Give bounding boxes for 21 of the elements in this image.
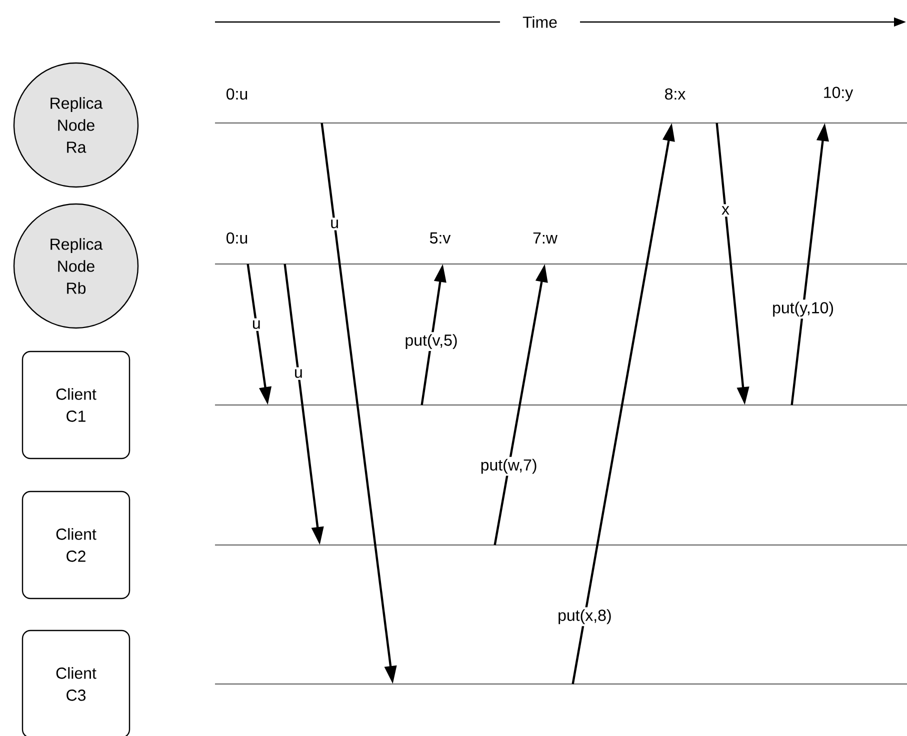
edge-label: x bbox=[720, 204, 732, 217]
axis-label: Time bbox=[520, 13, 560, 31]
edge-label: u bbox=[292, 367, 305, 380]
timeline-value: 10:y bbox=[820, 84, 856, 104]
edge-label: put(v,5) bbox=[402, 332, 460, 351]
client-box: Client C1 bbox=[22, 350, 130, 460]
timeline bbox=[214, 404, 907, 406]
timeline-value: 8:x bbox=[661, 85, 689, 103]
timeline-value: 0:u bbox=[222, 85, 252, 103]
edge-label: u bbox=[250, 318, 263, 331]
timeline-value: 7:w bbox=[530, 230, 560, 246]
edge-label: put(w,7) bbox=[478, 456, 540, 476]
timeline-value: 5:v bbox=[426, 229, 454, 247]
edge-label: put(x,8) bbox=[556, 607, 614, 626]
timeline bbox=[214, 544, 907, 546]
edge-label: u bbox=[328, 218, 342, 230]
client-box: Client C2 bbox=[22, 490, 130, 600]
timeline bbox=[214, 122, 907, 124]
client-box: Client C3 bbox=[22, 630, 130, 736]
edge-label: put(y,10) bbox=[770, 300, 836, 319]
timeline-value: 0:u bbox=[222, 229, 252, 247]
